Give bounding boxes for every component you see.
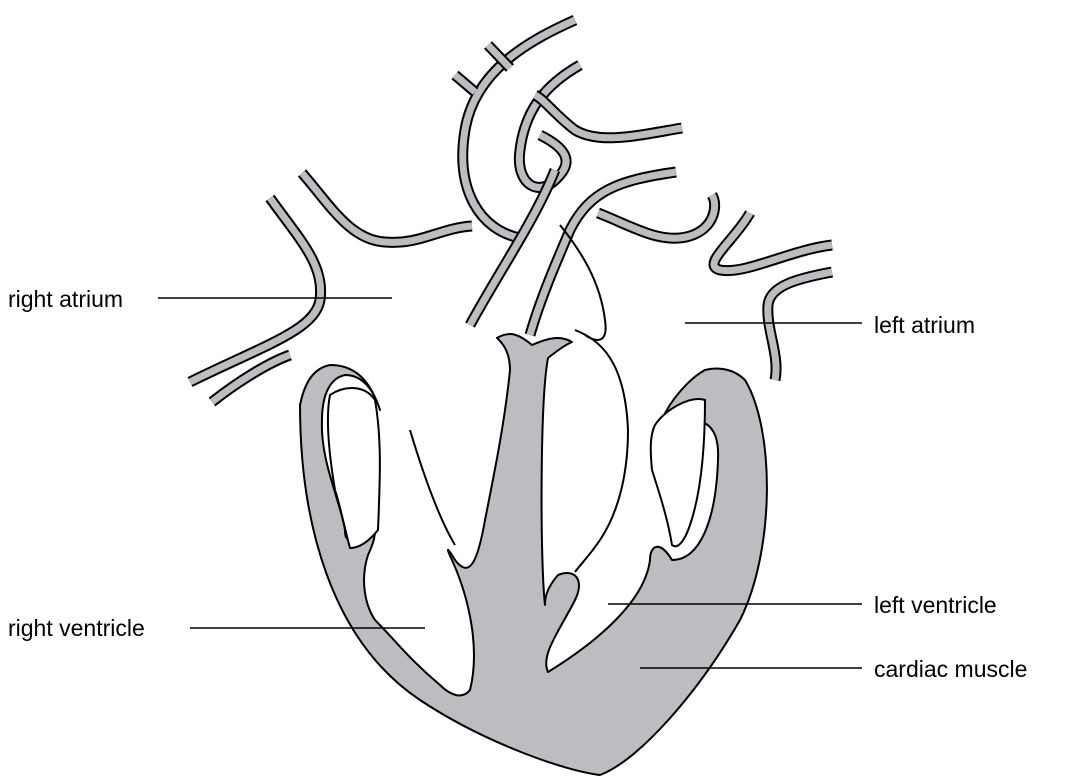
aorta: [455, 20, 580, 238]
superior-vena-cava: [190, 173, 472, 382]
label-cardiac-muscle: cardiac muscle: [874, 658, 1027, 681]
label-right-atrium: right atrium: [8, 288, 123, 311]
vessel-inner: [190, 198, 321, 382]
septum-outline: [410, 430, 455, 545]
pulmonary-artery: [470, 95, 682, 335]
vessel-inner: [768, 272, 832, 380]
left-atrium-inner-wall: [575, 330, 628, 572]
pulmonary-veins: [598, 195, 832, 380]
vessel-inner: [714, 213, 832, 271]
vessel-inner: [302, 173, 472, 242]
vessel-inner: [535, 95, 682, 138]
left-ventricle-chamber: [651, 399, 705, 546]
label-left-atrium: left atrium: [874, 314, 975, 337]
label-left-ventricle: left ventricle: [874, 594, 997, 617]
label-right-ventricle: right ventricle: [8, 617, 145, 640]
